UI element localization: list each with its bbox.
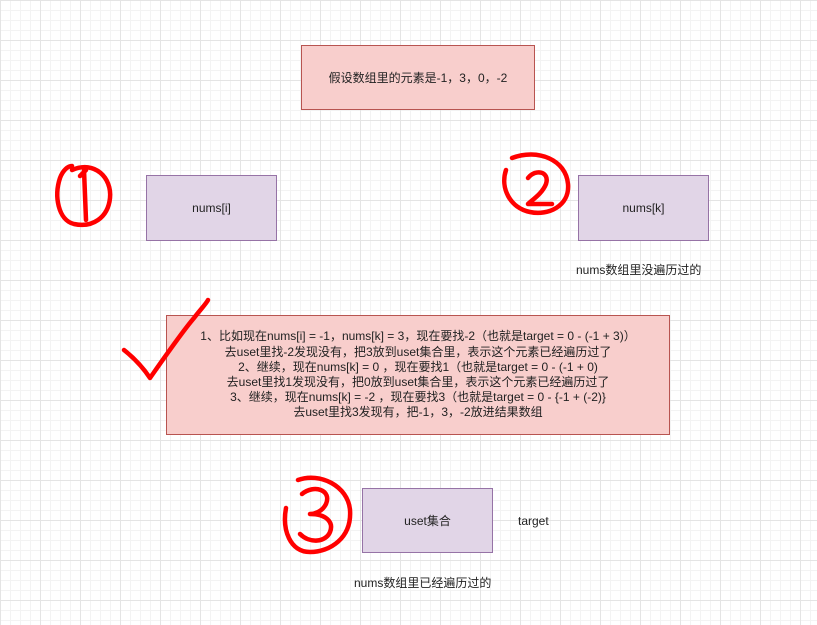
top-note-text: 假设数组里的元素是-1，3，0，-2 (328, 71, 508, 85)
nums-k-label: nums[k] (622, 201, 665, 215)
uset-caption: nums数组里已经遍历过的 (354, 576, 492, 590)
uset-box: uset集合 (362, 488, 493, 553)
nums-k-caption: nums数组里没遍历过的 (576, 263, 702, 277)
uset-label: uset集合 (404, 514, 451, 528)
explanation-line-4: 去uset里找1发现没有，把0放到uset集合里，表示这个元素已经遍历过了 (226, 375, 610, 389)
nums-k-box: nums[k] (578, 175, 709, 241)
explanation-line-2: 去uset里找-2发现没有，把3放到uset集合里，表示这个元素已经遍历过了 (224, 344, 612, 359)
circled-two-icon (502, 152, 571, 216)
explanation-line-1: 1、比如现在nums[i] = -1，nums[k] = 3，现在要找-2（也就… (200, 329, 636, 344)
circled-one-icon (55, 163, 113, 228)
target-label: target (518, 514, 549, 528)
circled-three-icon (282, 475, 353, 555)
nums-i-label: nums[i] (192, 201, 231, 215)
explanation-line-5: 3、继续，现在nums[k] = -2 ，现在要找3（也就是target = 0… (230, 390, 606, 405)
nums-i-box: nums[i] (146, 175, 277, 241)
explanation-line-6: 去uset里找3发现有，把-1，3，-2放进结果数组 (293, 405, 543, 420)
explanation-line-3: 2、继续，现在nums[k] = 0 ，现在要找1（也就是target = 0 … (238, 359, 598, 374)
top-note-box: 假设数组里的元素是-1，3，0，-2 (301, 45, 535, 110)
explanation-box: 1、比如现在nums[i] = -1，nums[k] = 3，现在要找-2（也就… (166, 315, 670, 435)
